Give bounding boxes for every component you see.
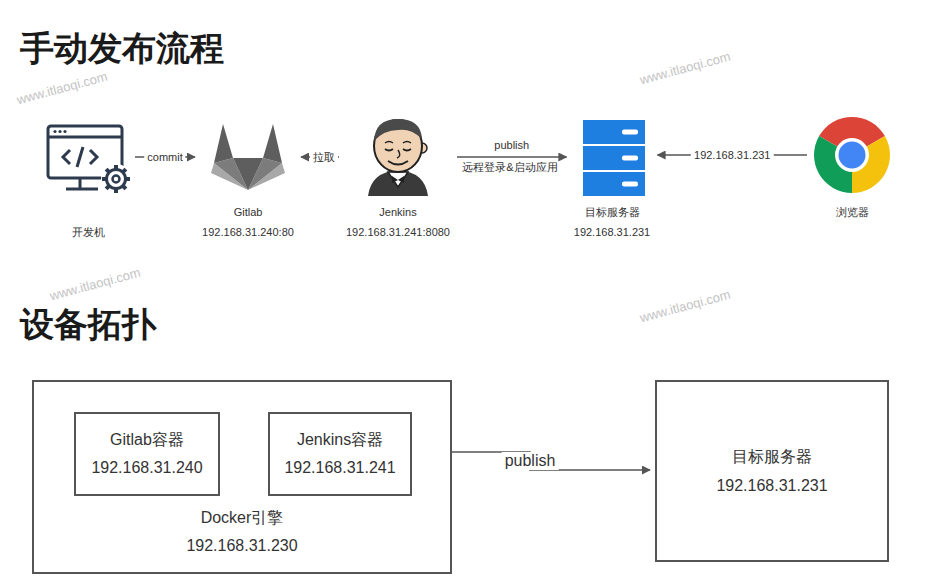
edge-label: 192.168.31.231: [691, 149, 773, 161]
monitor-stand: [79, 178, 82, 188]
text-group: Gitlab192.168.31.240:80: [200, 202, 296, 242]
text-group: Gitlab容器192.168.31.240: [76, 426, 218, 482]
node-text: Gitlab容器: [110, 426, 184, 454]
watermark: www.itlaoqi.com: [638, 287, 732, 326]
edge-label: commit: [144, 151, 185, 163]
code-slash: [77, 147, 83, 167]
node-text: Gitlab: [234, 202, 263, 222]
edge-label: publish: [502, 452, 559, 470]
node-text: Docker引擎: [201, 504, 284, 532]
window-dot: [63, 130, 66, 133]
text-group: Jenkins容器192.168.31.241: [270, 426, 410, 482]
text-group: 开发机: [46, 222, 130, 242]
icon-node: 浏览器: [812, 118, 892, 222]
node-text: 192.168.31.231: [574, 222, 650, 242]
diagram-title: 手动发布流程: [20, 26, 224, 72]
text-group: Docker引擎192.168.31.230: [34, 504, 450, 560]
node-text: Jenkins容器: [297, 426, 383, 454]
icon-node: 开发机: [46, 118, 130, 242]
icon-node: Jenkins192.168.31.241:8080: [344, 118, 452, 242]
container-box: Jenkins容器192.168.31.241: [268, 412, 412, 496]
text-group: Jenkins192.168.31.241:8080: [344, 202, 452, 242]
watermark: www.itlaoqi.com: [638, 49, 732, 88]
node-text: 192.168.31.240: [91, 454, 202, 482]
node-text: 192.168.31.231: [716, 471, 827, 500]
jenkins-logo: [368, 119, 428, 196]
chrome-logo: [814, 117, 890, 193]
watermark: www.itlaoqi.com: [48, 265, 142, 304]
node-text: 目标服务器: [585, 202, 640, 222]
gitlab-logo: [211, 124, 285, 190]
edge-label: publish: [491, 139, 532, 151]
edge-note: 远程登录&启动应用: [462, 160, 557, 175]
node-text: Jenkins: [379, 202, 416, 222]
dev-machine-icon: [48, 126, 131, 194]
watermark: www.itlaoqi.com: [15, 69, 109, 108]
gear-teeth: [102, 165, 130, 193]
container-box: Gitlab容器192.168.31.240: [74, 412, 220, 496]
node-text: 192.168.31.241:8080: [346, 222, 450, 242]
text-group: 目标服务器192.168.31.231: [572, 202, 653, 242]
gear-backdrop: [101, 164, 131, 194]
node-text: 192.168.31.240:80: [202, 222, 294, 242]
node-text: 开发机: [72, 222, 105, 242]
code-bracket: [90, 150, 97, 164]
text-group: 浏览器: [812, 202, 892, 222]
container-box: 目标服务器192.168.31.231: [655, 380, 889, 562]
text-group: 目标服务器192.168.31.231: [657, 442, 887, 500]
container-box: Docker引擎192.168.31.230Gitlab容器192.168.31…: [32, 380, 452, 574]
monitor-bar: [48, 136, 122, 139]
icon-node: Gitlab192.168.31.240:80: [200, 118, 296, 242]
monitor-base: [66, 188, 98, 191]
node-text: 浏览器: [836, 202, 869, 222]
server-icon: [583, 120, 645, 196]
icon-node: 目标服务器192.168.31.231: [572, 118, 653, 242]
edge-label: 拉取: [310, 150, 338, 165]
node-text: 192.168.31.241: [284, 454, 395, 482]
gear-hub: [113, 176, 120, 183]
node-text: 192.168.31.230: [186, 532, 297, 560]
code-bracket: [63, 150, 70, 164]
flow-arrow: [457, 156, 567, 158]
window-dot: [53, 130, 56, 133]
node-text: 目标服务器: [732, 442, 812, 471]
gear-ring: [107, 170, 126, 189]
section-heading: 设备拓扑: [20, 302, 156, 348]
window-dot: [58, 130, 61, 133]
